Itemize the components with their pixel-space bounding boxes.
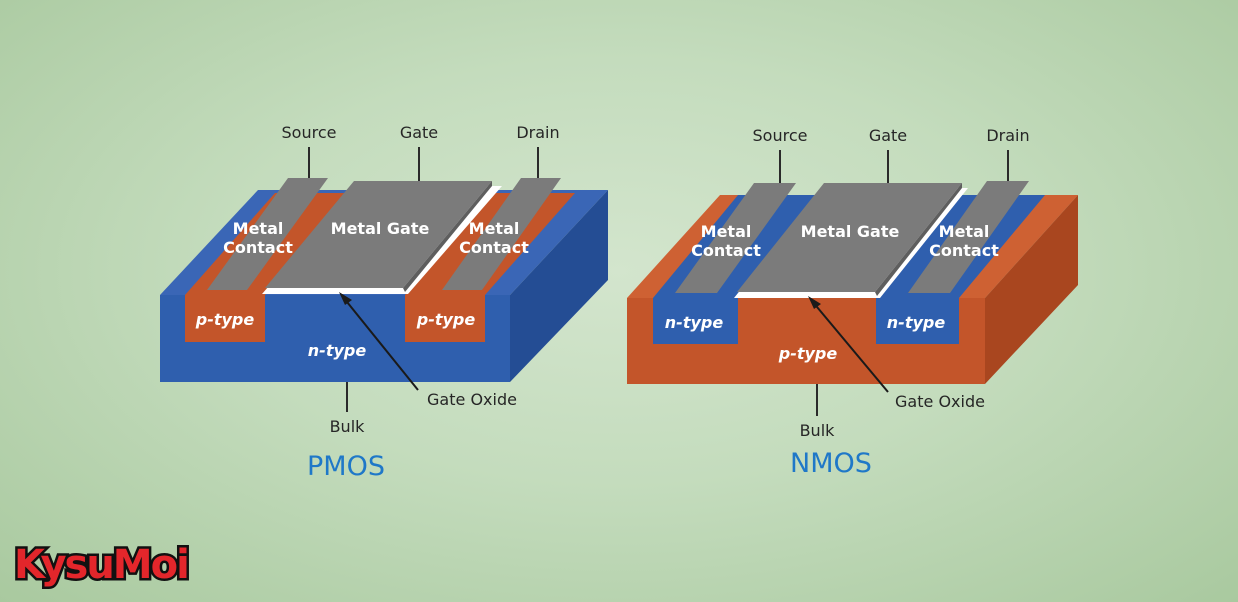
pmos-drain-contact-line1: Metal [469, 219, 520, 238]
logo-text: KysuMoi [14, 542, 188, 588]
pmos-drain-contact-line2: Contact [459, 238, 529, 257]
nmos-metal-gate [737, 183, 962, 292]
pmos-substrate-label: n-type [308, 341, 367, 360]
nmos-source-well [653, 298, 738, 344]
pmos-gate-label: Gate [400, 123, 438, 142]
nmos-gate-label: Gate [869, 126, 907, 145]
nmos-source-well-label: n-type [665, 313, 724, 332]
nmos-source-contact [675, 183, 796, 293]
pmos-source-well-label: p-type [195, 310, 255, 329]
nmos-substrate-right [985, 195, 1078, 384]
nmos-drain-well-label: n-type [887, 313, 946, 332]
pmos-bulk-label: Bulk [330, 417, 366, 436]
pmos-substrate-right [510, 190, 608, 382]
pmos-source-well [185, 295, 265, 342]
nmos-metal-gate-side [875, 183, 962, 296]
kysumoi-logo: KysuMoi [12, 540, 193, 591]
nmos-drain-label: Drain [986, 126, 1029, 145]
pmos-oxide-arrowhead [339, 292, 352, 305]
nmos-source-contact-line2: Contact [691, 241, 761, 260]
nmos-substrate-label: p-type [778, 344, 838, 363]
nmos-oxide-pointer [811, 300, 889, 393]
nmos-drain-contact-line1: Metal [939, 222, 990, 241]
pmos-drain-label: Drain [516, 123, 559, 142]
pmos-source-label: Source [282, 123, 337, 142]
pmos-metal-gate [265, 181, 492, 288]
pmos-source-contact [207, 178, 328, 290]
nmos-bulk-label: Bulk [800, 421, 836, 440]
nmos-drain-contact-line2: Contact [929, 241, 999, 260]
nmos-source-contact-line1: Metal [701, 222, 752, 241]
pmos-metal-gate-side [403, 181, 492, 292]
nmos-oxide-label: Gate Oxide [895, 392, 985, 411]
nmos-oxide-arrowhead [808, 296, 821, 309]
pmos-device: Source Gate Drain Bulk Metal Gate Metal … [160, 123, 608, 482]
pmos-source-contact-line1: Metal [233, 219, 284, 238]
pmos-drain-well [405, 295, 485, 342]
pmos-source-contact-line2: Contact [223, 238, 293, 257]
nmos-gate-text: Metal Gate [801, 222, 900, 241]
pmos-drain-contact [442, 178, 561, 290]
pmos-oxide-pointer [342, 296, 419, 391]
nmos-drain-contact [908, 181, 1029, 293]
pmos-gate-text: Metal Gate [331, 219, 430, 238]
nmos-drain-well [876, 298, 959, 344]
pmos-title: PMOS [307, 451, 385, 482]
nmos-device: Source Gate Drain Bulk Metal Gate Metal … [627, 126, 1078, 479]
nmos-title: NMOS [790, 448, 872, 479]
pmos-drain-well-label: p-type [416, 310, 476, 329]
nmos-source-label: Source [753, 126, 808, 145]
pmos-oxide-label: Gate Oxide [427, 390, 517, 409]
